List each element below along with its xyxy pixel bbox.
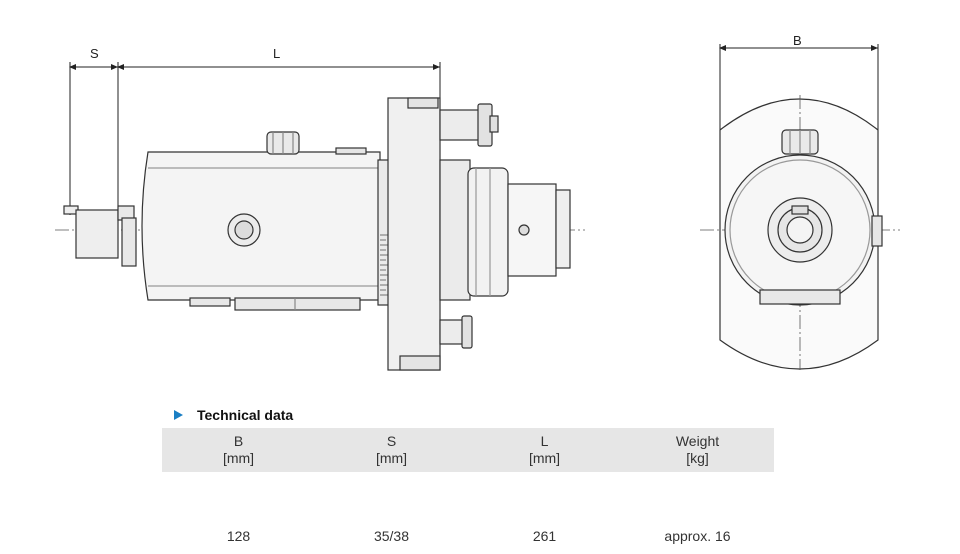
header-s-name: S	[386, 433, 397, 449]
side-view-dimensions	[69, 62, 441, 215]
header-l-name: L	[540, 433, 549, 449]
value-l: 261	[532, 528, 557, 544]
front-view-dimensions	[719, 44, 879, 130]
section-title-text: Technical data	[197, 407, 294, 423]
header-b-unit: [mm]	[222, 450, 255, 466]
dim-b-label: B	[793, 33, 802, 48]
technical-drawing: S L	[55, 33, 900, 371]
dim-l-label: L	[273, 46, 280, 61]
value-s: 35/38	[373, 528, 410, 544]
table-header-row: B [mm] S [mm] L [mm] Weight [kg]	[162, 428, 774, 472]
table-row: 128 35/38 261 approx. 16	[162, 472, 774, 554]
header-b-name: B	[233, 433, 244, 449]
header-s: S [mm]	[315, 428, 468, 472]
header-weight-unit: [kg]	[686, 450, 709, 466]
header-b: B [mm]	[162, 428, 315, 472]
section-title: Technical data	[174, 407, 293, 423]
triangle-bullet-icon	[174, 410, 183, 420]
dim-s-label: S	[90, 46, 99, 61]
front-view	[700, 95, 900, 370]
value-b: 128	[226, 528, 251, 544]
header-s-unit: [mm]	[375, 450, 408, 466]
header-l-unit: [mm]	[528, 450, 561, 466]
header-weight: Weight [kg]	[621, 428, 774, 472]
side-view	[55, 97, 585, 371]
header-l: L [mm]	[468, 428, 621, 472]
value-weight: approx. 16	[664, 528, 731, 544]
technical-data-table: B [mm] S [mm] L [mm] Weight [kg] 128 35/…	[162, 428, 774, 554]
header-weight-name: Weight	[675, 433, 720, 449]
